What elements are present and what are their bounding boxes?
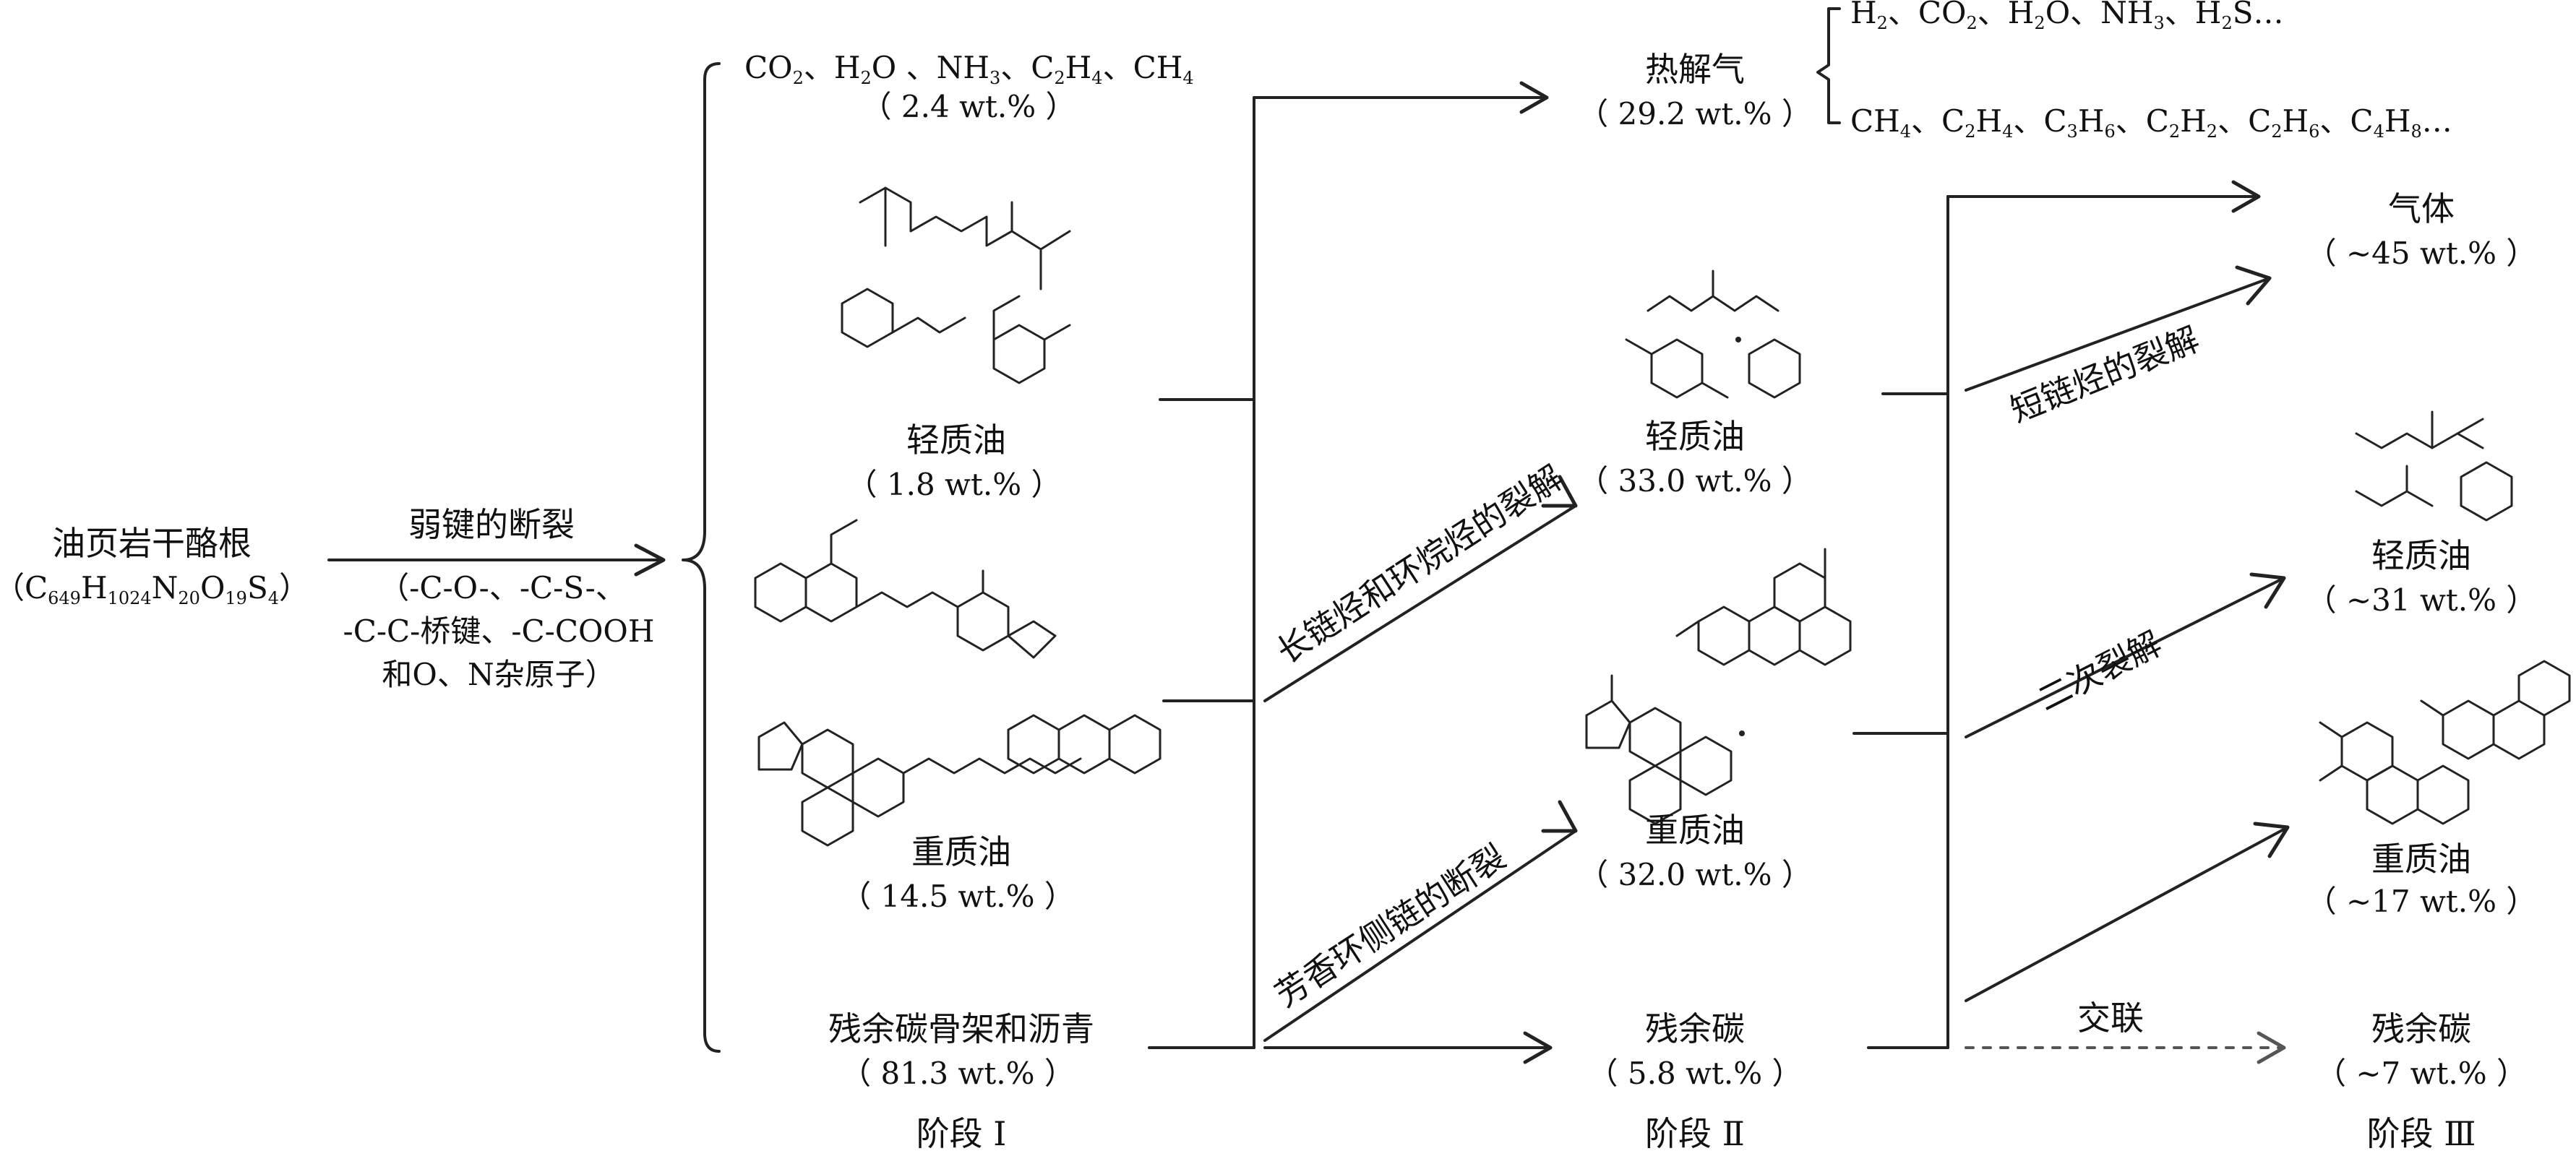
stage2-gas-list-1: H2、CO2、H2O、NH3、H2S… (1850, 0, 2284, 33)
stage3-arrow-label-3: 交联 (2077, 999, 2144, 1038)
stage1-heavy-oil-molecules (754, 519, 1162, 847)
step1-arrowhead (634, 543, 666, 577)
step1-detail-1: （-C-O-、-C-S-、 (379, 570, 626, 605)
stage2-to-stage3-connectors (1852, 180, 2290, 1064)
stage1-light-oil-molecules (841, 186, 1071, 384)
stage2-title: 阶段 Ⅱ (1645, 1114, 1745, 1151)
stage3-arrow-label-1: 短链烃的裂解 (2005, 319, 2204, 430)
stage2-pyrolysis-gas: 热解气 (1645, 50, 1745, 89)
stage2-light-oil-pct: （ 33.0 wt.% ） (1578, 463, 1812, 499)
stage2-heavy-oil-molecules (1585, 548, 1852, 825)
stage1-brace (682, 62, 721, 1053)
stage1-heavy-oil-pct: （ 14.5 wt.% ） (841, 879, 1075, 914)
stage3-gas: 气体 (2388, 189, 2455, 228)
stage2-gas-list-2: CH4、C2H4、C3H6、C2H2、C2H6、C4H8… (1850, 103, 2452, 142)
source-label: 油页岩干酪根 (52, 524, 252, 563)
stage2-light-oil: 轻质油 (1645, 417, 1745, 456)
stage1-to-stage2-connectors (1148, 81, 1578, 1064)
stage1-title: 阶段 Ⅰ (916, 1114, 1007, 1151)
stage1-light-oil: 轻质油 (906, 421, 1006, 460)
stage3-heavy-oil-pct: （ ~17 wt.% ） (2306, 884, 2537, 919)
stage1-gases: CO2、H2O 、NH3、C2H4、CH4 (744, 50, 1194, 88)
step1-detail-3: 和O、N杂原子） (382, 657, 615, 692)
step1-detail-2: -C-C-桥键、-C-COOH (343, 613, 655, 649)
stage2-arrow-label-1: 长链烃和环烷烃的裂解 (1270, 457, 1570, 671)
stage3-light-oil-molecules (2355, 410, 2513, 522)
stage2-heavy-oil: 重质油 (1645, 811, 1745, 850)
stage3-heavy-oil: 重质油 (2371, 840, 2471, 879)
stage2-pyrolysis-gas-pct: （ 29.2 wt.% ） (1578, 96, 1812, 132)
stage2-residue-pct: （ 5.8 wt.% ） (1588, 1056, 1803, 1091)
stage2-arrow-label-2: 芳香环侧链的断裂 (1268, 837, 1513, 1015)
stage3-heavy-oil-molecules (2319, 660, 2571, 825)
step1-label: 弱键的断裂 (408, 505, 575, 544)
stage3-residue: 残余碳 (2371, 1009, 2471, 1048)
stage2-residue: 残余碳 (1645, 1009, 1745, 1048)
stage3-residue-pct: （ ~7 wt.% ） (2316, 1056, 2527, 1091)
stage3-gas-pct: （ ~45 wt.% ） (2306, 236, 2537, 271)
stage3-arrow-label-2: 二次裂解 (2031, 624, 2167, 719)
stage3-light-oil: 轻质油 (2371, 536, 2471, 575)
stage3-title: 阶段 Ⅲ (2367, 1114, 2476, 1151)
stage1-residue-pct: （ 81.3 wt.% ） (841, 1056, 1075, 1091)
stage2-light-oil-molecules (1625, 270, 1801, 399)
source-formula: （C649H1024N20O19S4） (0, 570, 309, 608)
stage1-heavy-oil: 重质油 (911, 832, 1011, 871)
stage1-light-oil-pct: （ 1.8 wt.% ） (847, 467, 1062, 502)
stage3-light-oil-pct: （ ~31 wt.% ） (2306, 582, 2537, 618)
stage2-gas-brace (1816, 7, 1841, 124)
stage1-residue: 残余碳骨架和沥青 (828, 1009, 1094, 1048)
stage2-heavy-oil-pct: （ 32.0 wt.% ） (1578, 857, 1812, 892)
stage1-gases-pct: （ 2.4 wt.% ） (862, 89, 1076, 124)
